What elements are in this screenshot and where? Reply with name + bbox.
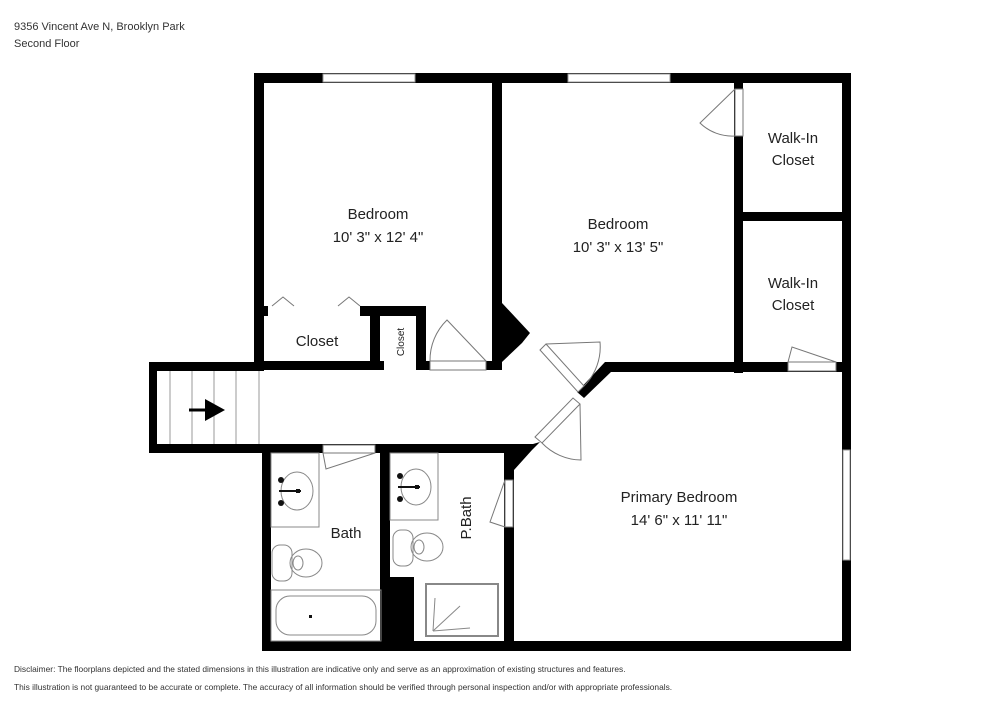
- closet-bifold-doors: [271, 296, 361, 307]
- windows: [322, 73, 851, 561]
- disclaimer-line-2: This illustration is not guaranteed to b…: [14, 682, 673, 692]
- primary-dims: 14' 6" x 11' 11": [631, 512, 728, 529]
- doors: [322, 88, 837, 528]
- closet2-name: Closet: [396, 328, 407, 357]
- bath-name: Bath: [331, 525, 362, 542]
- arrow-right-icon: [189, 399, 225, 421]
- primary-name: Primary Bedroom: [621, 489, 738, 506]
- closet1-name: Closet: [296, 333, 339, 350]
- bath-fixtures: [270, 452, 499, 642]
- walkin2-line1: Walk-In: [768, 275, 818, 292]
- floor-label: Second Floor: [14, 38, 80, 50]
- walkin1-line2: Closet: [772, 152, 815, 169]
- disclaimer-line-1: Disclaimer: The floorplans depicted and …: [14, 664, 626, 674]
- bedroom1-name: Bedroom: [348, 206, 409, 223]
- faucets: [278, 473, 420, 618]
- bedroom2-name: Bedroom: [588, 216, 649, 233]
- address-label: 9356 Vincent Ave N, Brooklyn Park: [14, 21, 185, 33]
- bedroom2-dims: 10' 3" x 13' 5": [573, 239, 664, 256]
- bedroom1-dims: 10' 3" x 12' 4": [333, 229, 424, 246]
- walkin1-line1: Walk-In: [768, 130, 818, 147]
- walkin2-line2: Closet: [772, 297, 815, 314]
- walls: [149, 73, 851, 651]
- pbath-name: P.Bath: [458, 496, 475, 539]
